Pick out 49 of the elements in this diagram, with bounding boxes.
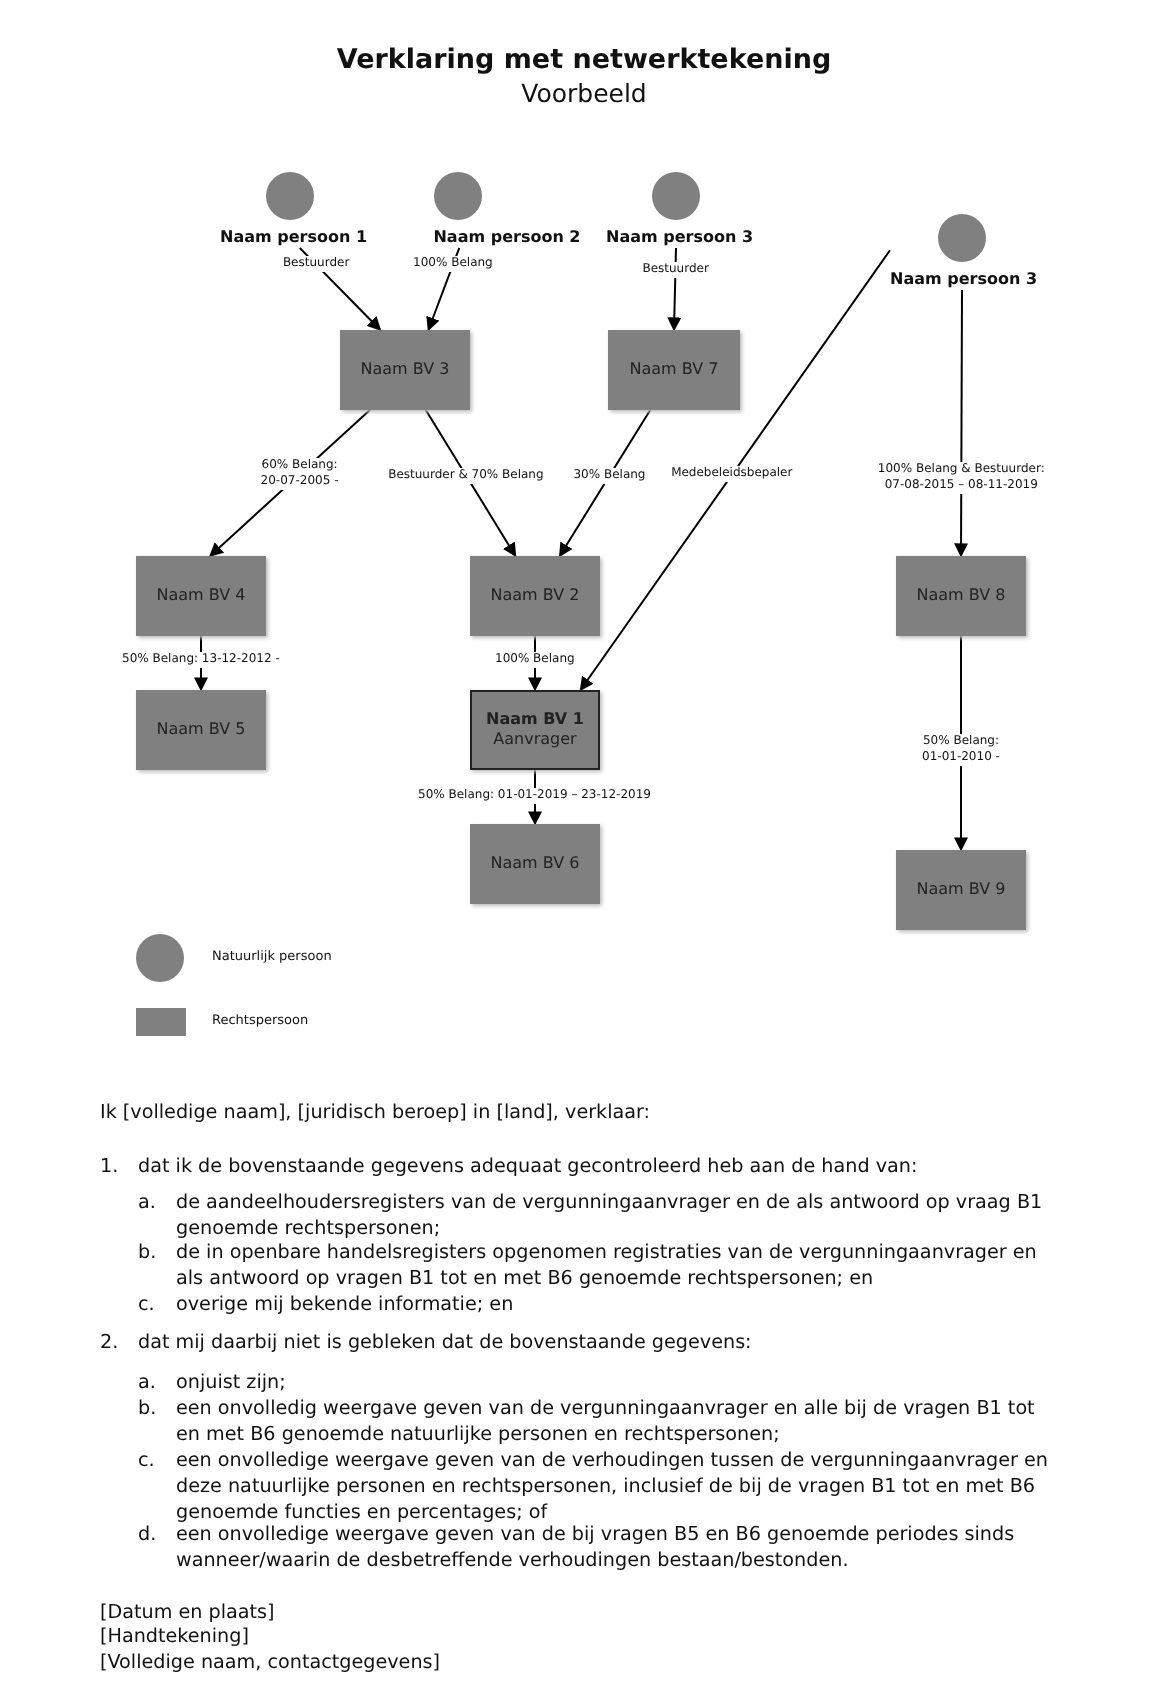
- placeholder-text: [Volledige naam, contactgegevens]: [100, 1650, 441, 1676]
- company-box: [136, 690, 266, 770]
- list-text: overige mij bekende informatie; en: [176, 1292, 514, 1318]
- list-letter: c.: [138, 1448, 155, 1474]
- company-box: [608, 330, 740, 410]
- list-letter: c.: [138, 1292, 155, 1318]
- company-box: [340, 330, 470, 410]
- arrow: [424, 409, 517, 558]
- subtitle: Voorbeeld: [519, 78, 649, 108]
- placeholder-text: [Handtekening]: [100, 1624, 249, 1650]
- list-letter: a.: [138, 1190, 156, 1216]
- box-label: Naam BV 6: [490, 854, 580, 874]
- company-box: [136, 556, 266, 636]
- box-label: Naam BV 8: [916, 586, 1006, 606]
- title: Verklaring met netwerktekening: [334, 44, 834, 76]
- box-label: Naam BV 5: [156, 720, 246, 740]
- list-text: een onvolledige weergave geven van de bij vragen B5 en B6 genoemde periodes sinds wanneer/waarin de desbetreffende verhoudingen bestaan/bestonden.: [176, 1522, 1017, 1574]
- list-letter: d.: [138, 1522, 157, 1548]
- arrow: [298, 247, 382, 331]
- company-box: [470, 690, 600, 770]
- list-letter: b.: [138, 1396, 157, 1422]
- box-label: Naam BV 7: [629, 360, 719, 380]
- box-label: Naam BV 3: [360, 360, 450, 380]
- list-text: de aandeelhoudersregisters van de vergunningaanvrager en de als antwoord op vraag B1 genoemde rechtspersonen;: [176, 1190, 1045, 1242]
- placeholder-text: [Datum en plaats]: [100, 1600, 275, 1626]
- list-number: 1.: [100, 1154, 119, 1180]
- list-letter: b.: [138, 1240, 157, 1266]
- box-label: Naam BV 1: [486, 710, 584, 730]
- company-box: [896, 850, 1026, 930]
- person-name: Naam persoon 3: [890, 270, 1034, 290]
- box-label: Aanvrager: [493, 730, 577, 750]
- arrow: [579, 249, 891, 692]
- person-name: Naam persoon 2: [431, 228, 583, 248]
- arrow: [954, 289, 969, 558]
- list-text: een onvolledig weergave geven van de vergunningaanvrager en alle bij de vragen B1 tot en met B6 genoemde natuurlijke personen en rechtspersonen;: [176, 1396, 1037, 1448]
- list-number: 2.: [100, 1330, 119, 1356]
- company-box: [470, 824, 600, 904]
- company-box: [896, 556, 1026, 636]
- intro-text: Ik [volledige naam], [juridisch beroep] in [land], verklaar:: [100, 1100, 651, 1126]
- list-letter: a.: [138, 1370, 156, 1396]
- list-text: dat mij daarbij niet is gebleken dat de bovenstaande gegevens:: [138, 1330, 752, 1356]
- list-text: dat ik de bovenstaande gegevens adequaat gecontroleerd heb aan de hand van:: [138, 1154, 918, 1180]
- box-label: Naam BV 4: [156, 586, 246, 606]
- arrow: [426, 247, 461, 332]
- arrow: [558, 409, 652, 558]
- company-box: [470, 556, 600, 636]
- box-label: Naam BV 9: [916, 880, 1006, 900]
- list-text: onjuist zijn;: [176, 1370, 286, 1396]
- box-label: Naam BV 2: [490, 586, 580, 606]
